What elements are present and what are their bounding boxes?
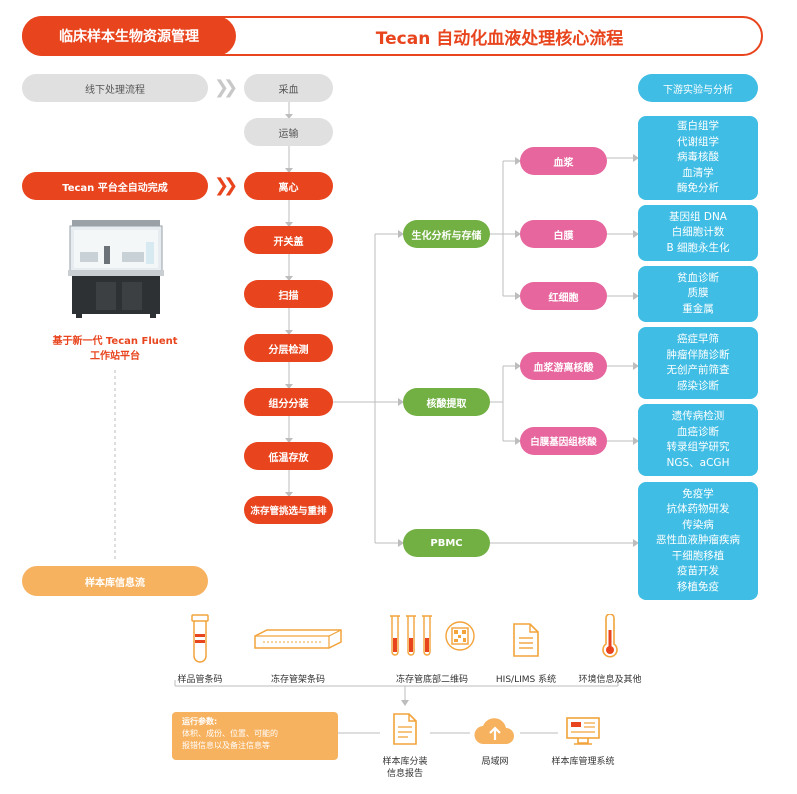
- downstream-item: 干细胞移植: [671, 549, 725, 562]
- step-blood-draw: 采血: [244, 74, 333, 102]
- downstream-item: 代谢组学: [677, 135, 719, 148]
- downstream-item: 蛋白组学: [677, 120, 719, 133]
- info-flow-label: 样本库信息流: [22, 566, 208, 596]
- component-plasma: 血浆: [520, 147, 607, 175]
- computer-monitor-icon: [565, 716, 601, 746]
- downstream-cfdna-box: 癌症早筛 肿瘤伴随诊断 无创产前筛查 感染诊断: [638, 327, 758, 399]
- component-cfdna: 血浆游离核酸: [520, 352, 607, 380]
- downstream-item: NGS、aCGH: [666, 456, 730, 469]
- downstream-item: 基因组 DNA: [669, 210, 727, 223]
- downstream-item: 质膜: [687, 287, 709, 300]
- downstream-rbc-box: 贫血诊断 质膜 重金属: [638, 266, 758, 322]
- label-report-line1: 样本库分装: [382, 757, 428, 767]
- label-environment: 环境信息及其他: [578, 675, 642, 685]
- run-params-title: 运行参数:: [182, 717, 218, 726]
- document-icon: [512, 622, 540, 658]
- downstream-item: 疫苗开发: [677, 565, 719, 578]
- downstream-title: 下游实验与分析: [638, 74, 758, 102]
- step-cold-storage: 低温存放: [244, 442, 333, 470]
- label-report-line2: 信息报告: [386, 769, 423, 779]
- step-decap: 开关盖: [244, 226, 333, 254]
- label-tube-barcode: 样品管条码: [177, 675, 223, 685]
- header-left-title: 临床样本生物资源管理: [22, 16, 236, 56]
- downstream-item: 移植免疫: [677, 580, 719, 593]
- report-icon: [392, 712, 418, 746]
- thermometer-icon: [600, 613, 620, 660]
- downstream-item: 无创产前筛查: [666, 364, 730, 376]
- run-params-line1: 体积、成份、位置、可能的: [182, 729, 278, 738]
- step-centrifuge: 离心: [244, 172, 333, 200]
- run-params-line2: 报错信息以及备注信息等: [182, 741, 270, 750]
- platform-caption-line2: 工作站平台: [90, 351, 140, 362]
- downstream-item: 酶免分析: [677, 182, 719, 195]
- branch-pbmc: PBMC: [403, 529, 490, 557]
- downstream-item: B 细胞永生化: [666, 241, 730, 254]
- downstream-item: 恶性血液肿瘤疾病: [656, 534, 740, 547]
- chevron-double-gray-icon: ❯❯: [214, 77, 238, 98]
- downstream-item: 重金属: [682, 302, 714, 315]
- auto-complete-label: Tecan 平台全自动完成: [22, 172, 208, 200]
- downstream-buffy-box: 基因组 DNA 白细胞计数 B 细胞永生化: [638, 205, 758, 261]
- run-params-box: 运行参数: 体积、成份、位置、可能的 报错信息以及备注信息等: [172, 712, 338, 760]
- downstream-item: 感染诊断: [677, 379, 719, 392]
- step-layer-detect: 分层检测: [244, 334, 333, 362]
- branch-nucleic: 核酸提取: [403, 388, 490, 416]
- component-buffy-dna: 白膜基因组核酸: [520, 427, 607, 455]
- downstream-item: 免疫学: [682, 487, 714, 500]
- step-scan: 扫描: [244, 280, 333, 308]
- downstream-item: 病毒核酸: [677, 151, 719, 164]
- component-buffy: 白膜: [520, 220, 607, 248]
- downstream-buffy-dna-box: 遗传病检测 血癌诊断 转录组学研究 NGS、aCGH: [638, 404, 758, 476]
- downstream-item: 癌症早筛: [677, 333, 719, 345]
- step-aliquot: 组分分装: [244, 388, 333, 416]
- rack-icon: [253, 628, 343, 650]
- downstream-item: 贫血诊断: [677, 271, 719, 284]
- downstream-pbmc-box: 免疫学 抗体药物研发 传染病 恶性血液肿瘤疾病 干细胞移植 疫苗开发 移植免疫: [638, 482, 758, 600]
- offline-process-label: 线下处理流程: [22, 74, 208, 102]
- label-lims-system: 样本库管理系统: [551, 757, 615, 767]
- branch-biochem: 生化分析与存储: [403, 220, 490, 248]
- label-rack-barcode: 冻存管架条码: [270, 675, 325, 685]
- chevron-double-red-icon: ❯❯: [214, 175, 238, 196]
- downstream-item: 转录组学研究: [666, 441, 730, 453]
- downstream-item: 白细胞计数: [671, 226, 725, 239]
- downstream-item: 抗体药物研发: [666, 503, 730, 516]
- downstream-item: 血清学: [682, 166, 714, 179]
- platform-caption-line1: 基于新一代 Tecan Fluent: [52, 336, 178, 347]
- cloud-upload-icon: [474, 716, 516, 746]
- downstream-item: 遗传病检测: [671, 410, 725, 422]
- component-rbc: 红细胞: [520, 282, 607, 310]
- label-tube-2d-code: 冻存管底部二维码: [395, 675, 468, 685]
- downstream-item: 传染病: [682, 518, 714, 531]
- label-lan: 局域网: [481, 757, 509, 767]
- fluent-workstation-image: [66, 212, 166, 320]
- sample-tube-icon: [188, 614, 212, 664]
- step-transport: 运输: [244, 118, 333, 146]
- step-tube-pick: 冻存管挑选与重排: [244, 496, 333, 524]
- label-his-lims: HIS/LIMS 系统: [495, 675, 557, 685]
- downstream-plasma-box: 蛋白组学 代谢组学 病毒核酸 血清学 酶免分析: [638, 116, 758, 200]
- header-right-title: Tecan 自动化血液处理核心流程: [375, 28, 624, 49]
- downstream-item: 血癌诊断: [677, 425, 719, 438]
- cryotube-2d-icon: [386, 614, 480, 664]
- downstream-item: 肿瘤伴随诊断: [666, 348, 730, 361]
